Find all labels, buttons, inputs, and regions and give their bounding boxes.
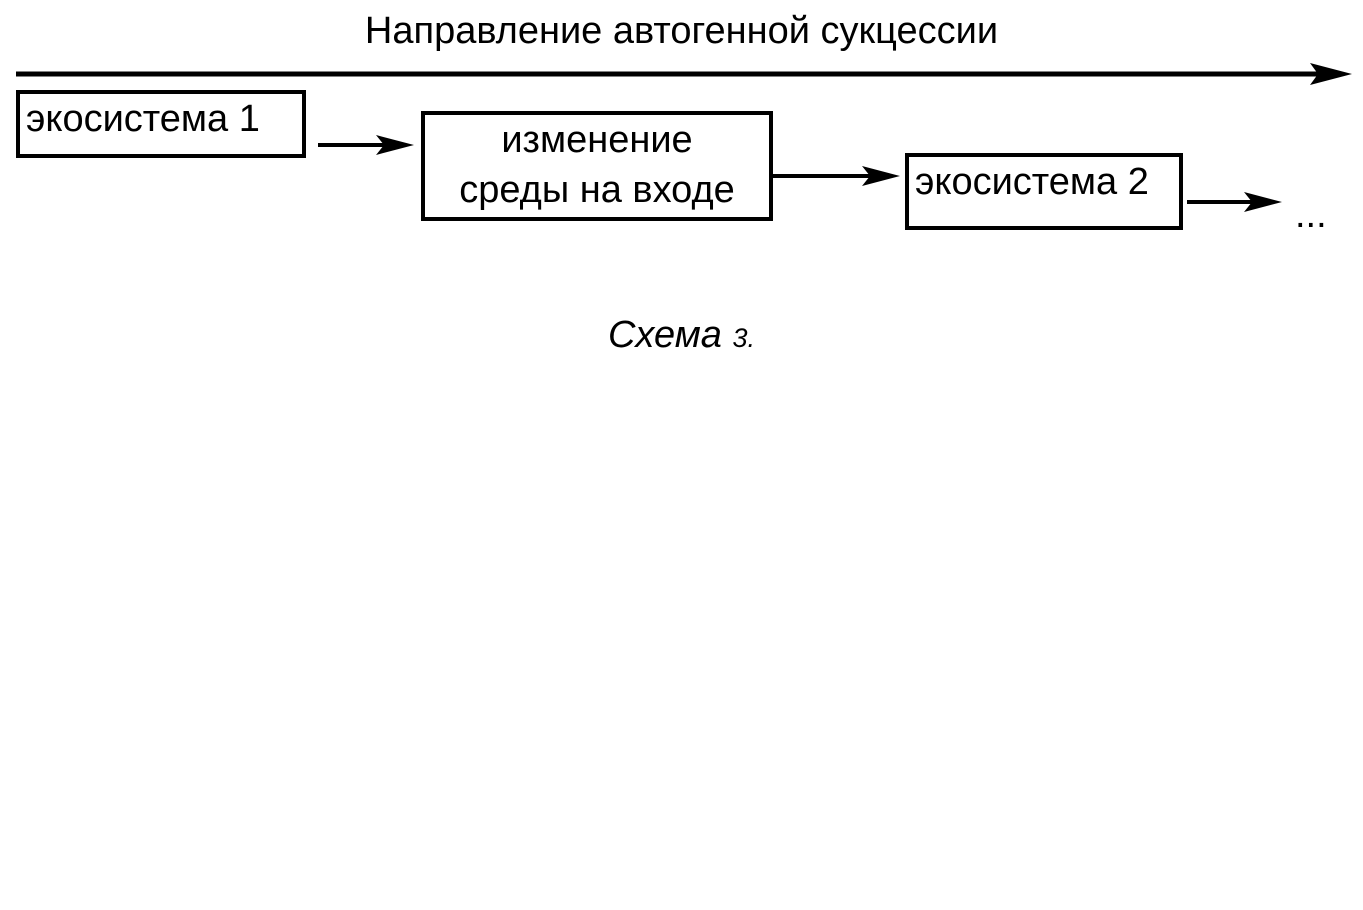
arrow-ecosystem-2-to-continuation [1187, 192, 1282, 212]
figure-caption: Схема 3. [0, 312, 1363, 361]
ecosystem-1-box: экосистема 1 [16, 90, 306, 158]
ecosystem-1-label: экосистема 1 [26, 98, 260, 140]
caption-number: 3. [732, 323, 755, 353]
input-environment-change-box: изменение среды на входе [421, 111, 773, 221]
arrow-ecosystem-1-to-change [318, 135, 414, 155]
input-change-label-line-1: изменение [501, 119, 693, 161]
succession-direction-arrow [16, 63, 1352, 85]
arrow-change-to-ecosystem-2 [773, 166, 900, 186]
input-change-label-line-2: среды на входе [459, 169, 735, 211]
ecosystem-2-label: экосистема 2 [915, 161, 1149, 203]
succession-direction-label: Направление автогенной сукцессии [364, 10, 999, 52]
continuation-ellipsis: ... [1295, 194, 1327, 236]
caption-word: Схема [607, 314, 722, 356]
ecosystem-2-box: экосистема 2 [905, 153, 1183, 230]
